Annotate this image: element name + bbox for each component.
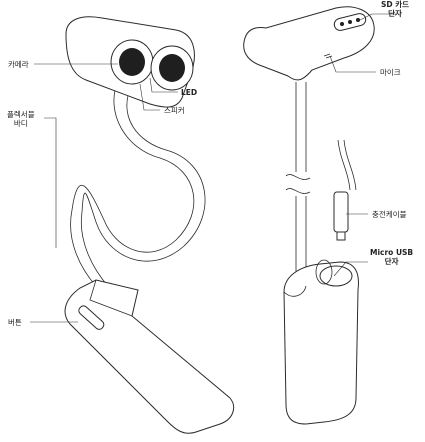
back-leaders — [329, 13, 396, 277]
sd-slot-label: SD 카드 단자 — [381, 0, 409, 18]
camera-head — [65, 16, 195, 108]
flexible-body-label-line2: 바디 — [13, 119, 28, 128]
flexible-body-label-line1: 플렉서블 — [7, 110, 35, 119]
front-leaders — [30, 63, 178, 323]
led-label: LED — [181, 88, 198, 97]
back-view — [243, 6, 396, 425]
rear-battery-body — [283, 259, 359, 425]
flexible-body-label: 플렉서블 바디 — [7, 110, 35, 128]
speaker-label: 스피커 — [164, 106, 185, 115]
camera-label: 카메라 — [8, 60, 29, 69]
button-shape — [78, 305, 105, 330]
mic-label: 마이크 — [380, 68, 401, 77]
button-label: 버튼 — [8, 318, 22, 327]
flexible-neck — [70, 79, 206, 287]
sd-slot-label-line1: SD 카드 — [381, 0, 410, 9]
charging-cable-label: 충전케이블 — [372, 210, 407, 219]
rear-neck — [285, 82, 311, 290]
front-view — [30, 16, 235, 434]
charging-cable-shape — [333, 139, 357, 241]
rear-camera-head — [243, 6, 375, 81]
sd-slot-label-line2: 단자 — [388, 9, 402, 18]
battery-body — [64, 279, 235, 434]
usb-port-label-line1: Micro USB — [370, 248, 414, 257]
usb-port-label-line2: 단자 — [384, 257, 399, 266]
usb-port-label: Micro USB 단자 — [370, 248, 413, 266]
